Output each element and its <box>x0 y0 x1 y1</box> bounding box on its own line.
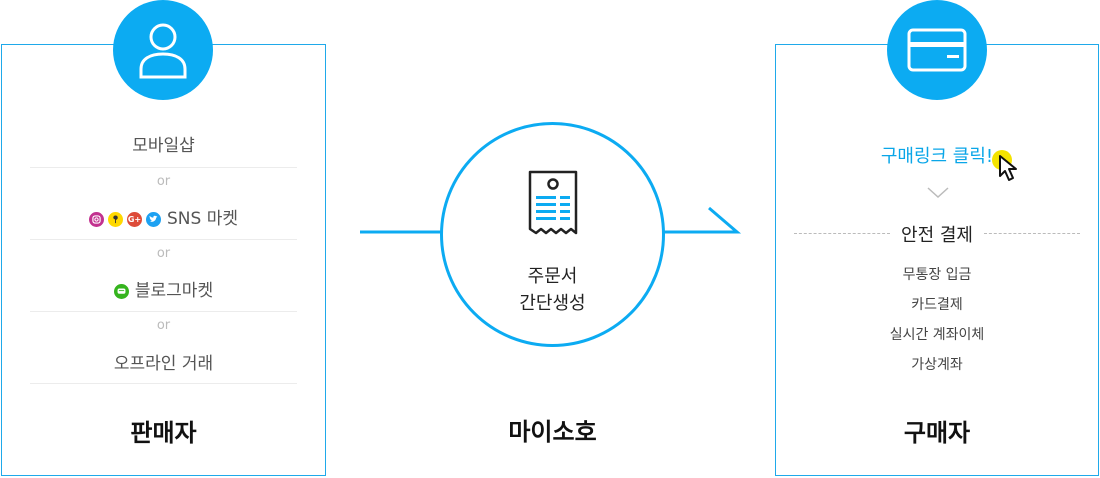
channel-blog-market-label: 블로그마켓 <box>134 281 214 301</box>
dashed-divider-left <box>794 233 890 234</box>
order-form-label-line1: 주문서 <box>527 266 578 287</box>
safe-payment-label: 안전 결제 <box>901 225 973 246</box>
safe-payment: 안전 결제 <box>794 221 1080 247</box>
user-icon <box>139 23 187 79</box>
naver-blog-icon <box>113 283 129 299</box>
channel-sns-market: G+ SNS 마켓 <box>30 204 297 229</box>
receipt-icon <box>528 170 578 235</box>
twitter-icon <box>146 211 161 227</box>
or-separator: or <box>156 318 171 333</box>
instagram-icon <box>89 211 104 227</box>
social-icons: G+ <box>89 211 161 227</box>
channel-sns-market-label: SNS 마켓 <box>167 209 238 229</box>
channel-blog-market: 블로그마켓 <box>30 276 297 301</box>
or-separator: or <box>156 174 171 189</box>
center-title: 마이소호 <box>508 418 597 446</box>
divider <box>30 383 297 384</box>
buyer-panel: 구매링크 클릭! 안전 결제 무통장 입금 카드결제 실시간 계좌이체 가상계좌… <box>775 44 1099 476</box>
order-form-label: 주문서 간단생성 <box>443 263 662 317</box>
divider <box>30 311 297 312</box>
buyer-title: 구매자 <box>903 419 971 447</box>
connector-center-to-buyer <box>663 206 742 234</box>
chevron-down-icon <box>927 187 949 199</box>
channel-mobile-shop: 모바일샵 <box>132 136 195 156</box>
seller-role-circle <box>113 0 213 100</box>
payment-method-virtual-account: 가상계좌 <box>911 357 963 373</box>
payment-method-bank-transfer: 무통장 입금 <box>902 267 972 283</box>
channel-offline: 오프라인 거래 <box>113 354 214 374</box>
seller-panel: 모바일샵 or G+ SNS 마켓 or 블로그마켓 or 오프라인 거래 판매… <box>1 44 326 476</box>
google-plus-icon: G+ <box>127 211 142 227</box>
or-separator: or <box>156 246 171 261</box>
order-form-circle: 주문서 간단생성 <box>440 122 665 347</box>
seller-title: 판매자 <box>130 419 197 447</box>
mouse-cursor-icon <box>992 150 1017 181</box>
purchase-link-click[interactable]: 구매링크 클릭! <box>880 146 994 167</box>
dashed-divider-right <box>984 233 1080 234</box>
divider <box>30 167 297 168</box>
divider <box>30 239 297 240</box>
credit-card-icon <box>907 28 967 72</box>
buyer-role-circle <box>887 0 987 100</box>
payment-method-realtime-transfer: 실시간 계좌이체 <box>889 327 985 343</box>
payment-method-card: 카드결제 <box>911 297 963 313</box>
order-form-label-line2: 간단생성 <box>519 293 586 314</box>
kakaostory-icon <box>108 211 123 227</box>
